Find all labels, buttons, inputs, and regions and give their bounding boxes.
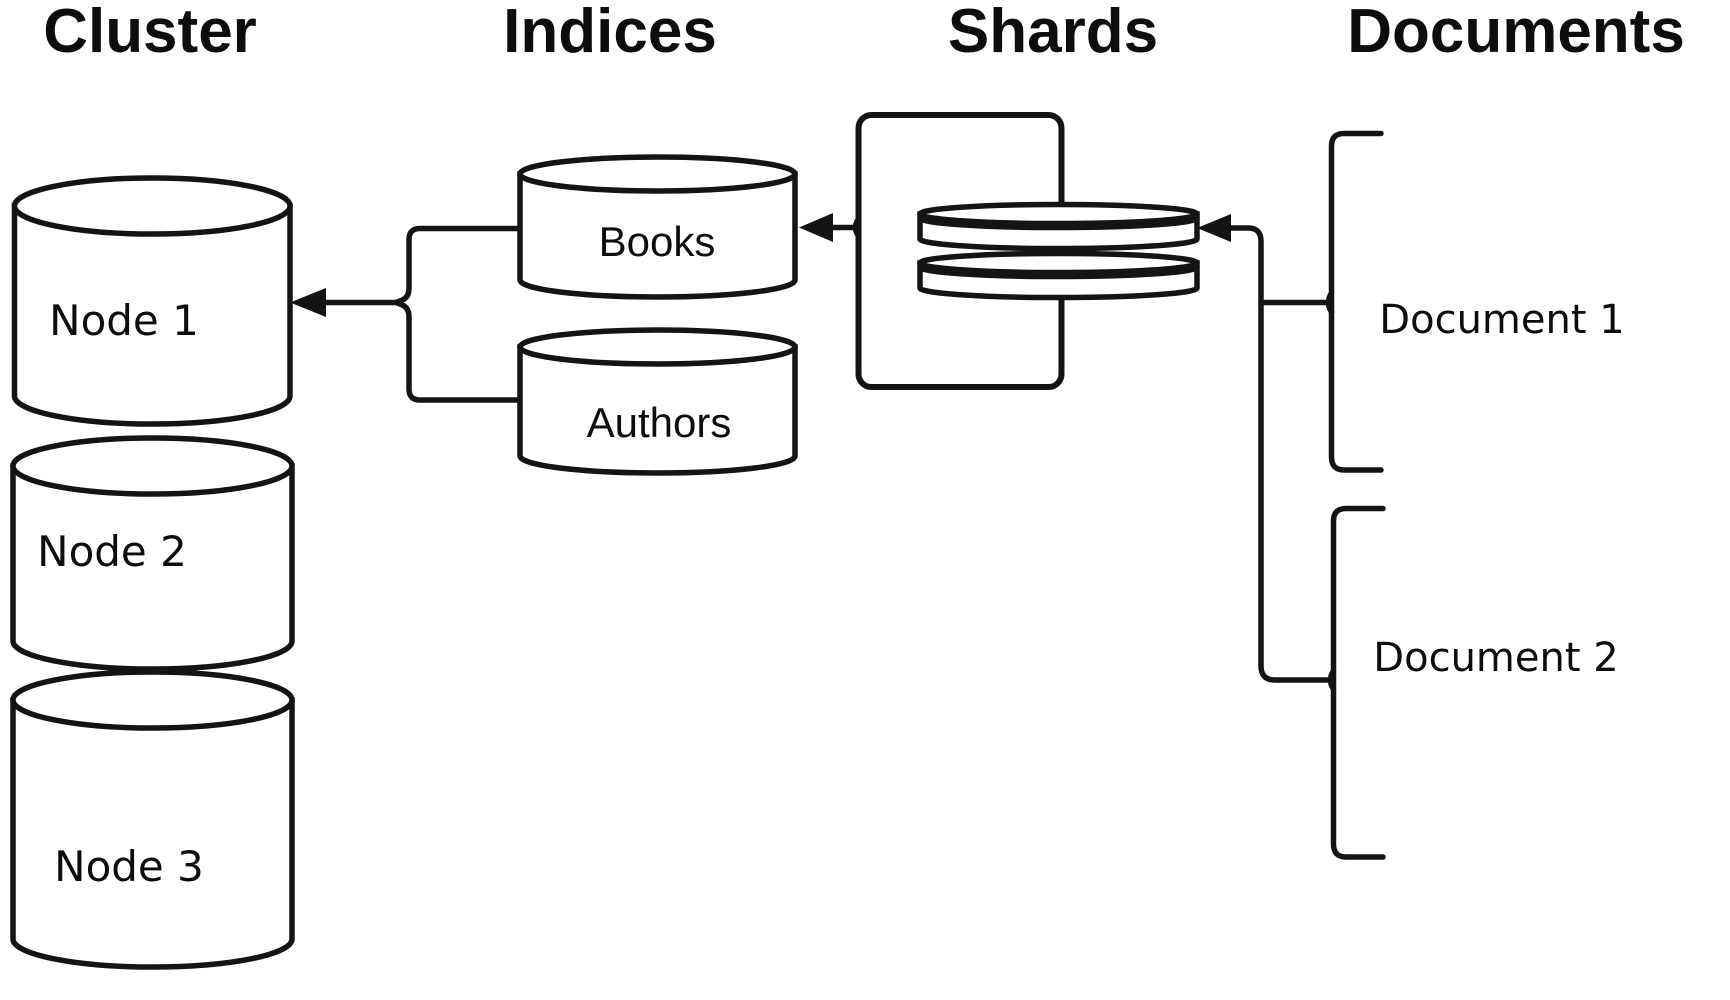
document2-bracket [1330, 505, 1386, 860]
document1-label: Document 1 [1379, 297, 1624, 343]
node2-cylinder-top [10, 435, 295, 497]
header-cluster: Cluster [43, 0, 257, 66]
books-cylinder-top [517, 154, 798, 194]
document1-item: Document 1 [1325, 130, 1625, 473]
node1-label: Node 1 [49, 296, 199, 345]
node1-cylinder-top [11, 175, 293, 237]
authors-cylinder-top [517, 327, 798, 367]
header-shards: Shards [948, 0, 1158, 66]
shard-disk-2 [917, 250, 1200, 301]
document2-label: Document 2 [1373, 635, 1618, 681]
books-cylinder-body [517, 171, 798, 300]
documents-to-shards-arrowhead-icon [1197, 214, 1231, 242]
node1-cylinder-body [11, 203, 293, 427]
node3-cylinder-body [10, 697, 295, 970]
header-indices: Indices [503, 0, 717, 66]
node2-label: Node 2 [37, 527, 187, 576]
books-label: Books [599, 218, 716, 265]
column-headers: Cluster Indices Shards Documents [43, 0, 1685, 66]
authors-cylinder: Authors [517, 327, 798, 476]
document1-bracket-junction-notch [1325, 290, 1335, 315]
document1-bracket [1328, 130, 1384, 473]
cluster-group: Node 1 Node 2 Node 3 [10, 175, 295, 970]
shards-group [799, 112, 1200, 390]
node1-cylinder: Node 1 [11, 175, 293, 427]
document2-bracket-junction-notch [1327, 668, 1337, 692]
documents-trunk-line [1228, 225, 1334, 683]
books-cylinder: Books [517, 154, 798, 300]
node3-cylinder: Node 3 [10, 669, 295, 970]
authors-label: Authors [587, 399, 732, 446]
shards-box-junction-notch [852, 216, 862, 239]
shard-disk1-rim [917, 201, 1200, 227]
shard-disk-1 [917, 201, 1200, 252]
shards-to-books-arrowhead-icon [799, 213, 833, 242]
authors-cylinder-body [517, 344, 798, 476]
indices-bracket [393, 225, 523, 403]
documents-group: Document 1 Document 2 [1197, 130, 1625, 860]
shard-disk1-rim-arc [917, 215, 1200, 231]
node2-cylinder: Node 2 [10, 435, 295, 672]
node3-cylinder-top [10, 669, 295, 731]
node3-label: Node 3 [54, 842, 204, 891]
document2-item: Document 2 [1327, 505, 1619, 860]
node2-cylinder-body [10, 463, 295, 672]
shard-disk2-rim-arc [917, 264, 1200, 280]
header-documents: Documents [1347, 0, 1685, 66]
indices-to-node1-arrowhead-icon [290, 288, 326, 317]
indices-group: Books Authors [290, 154, 798, 476]
shard-disk2-rim [917, 250, 1200, 276]
